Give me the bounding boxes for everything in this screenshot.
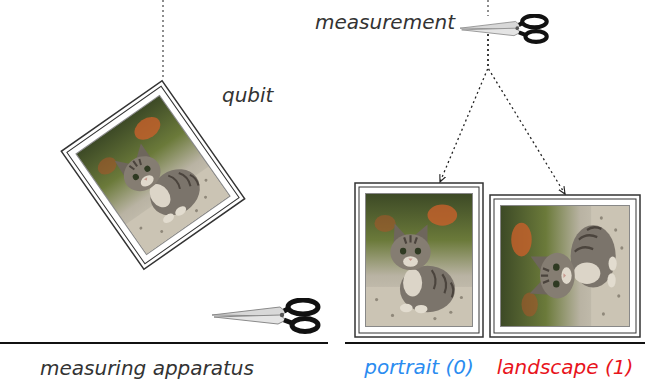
node-text: landscape (1) bbox=[497, 355, 634, 379]
node-text: portrait (0) bbox=[364, 355, 474, 379]
landscape-frame bbox=[490, 195, 640, 337]
dotted-arrow bbox=[488, 34, 565, 194]
outcome-node: portrait (0) bbox=[355, 183, 483, 379]
hanging-thread bbox=[162, 0, 163, 79]
apparatus-label: measuring apparatus bbox=[40, 356, 254, 380]
portrait-frame bbox=[355, 183, 483, 337]
qubit-frame bbox=[61, 81, 244, 270]
qubit-label: qubit bbox=[222, 83, 273, 107]
measurement-node: measurement bbox=[310, 6, 550, 34]
scissors-icon bbox=[460, 16, 547, 42]
apparatus-baseline bbox=[0, 342, 328, 344]
node-text: measurement bbox=[315, 10, 455, 34]
hanging-thread bbox=[487, 0, 488, 16]
scissors-icon bbox=[212, 300, 318, 332]
result-baseline bbox=[345, 342, 645, 344]
dotted-arrow bbox=[440, 34, 488, 182]
outcome-node: landscape (1) bbox=[490, 195, 640, 379]
